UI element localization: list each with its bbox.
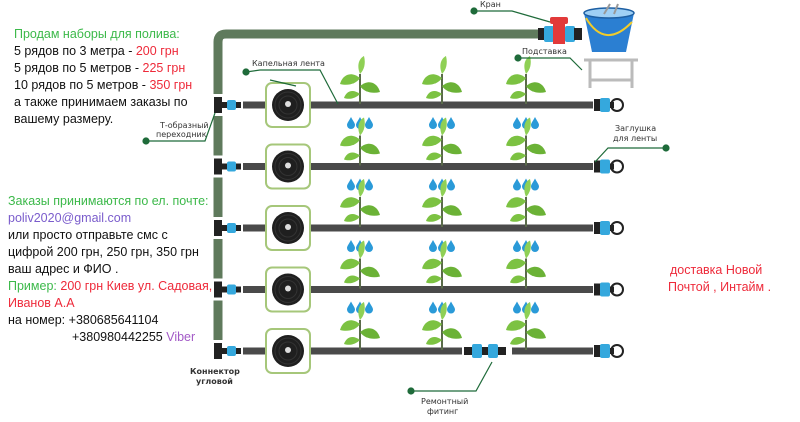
plant-icon — [339, 116, 381, 167]
orders-line: цифрой 200 грн, 250 грн, 350 грн — [8, 245, 199, 259]
plant-icon — [421, 239, 463, 290]
offer-heading: Продам наборы для полива: — [14, 27, 180, 41]
label-corner-connector-2: угловой — [196, 377, 233, 386]
tape-coil-icon — [265, 266, 311, 313]
supply-pipe — [213, 29, 540, 360]
offer-item: 5 рядов по 5 метров - 225 грн — [14, 61, 186, 75]
phone-number: +380685641104 — [68, 313, 159, 327]
offer-price: 200 грн — [135, 44, 179, 58]
end-plug-icon — [593, 281, 624, 298]
drip-rows — [213, 55, 624, 374]
plant-icon — [339, 301, 381, 351]
plant-icon — [339, 239, 381, 290]
offer-custom-line: вашему размеру. — [14, 112, 114, 126]
label-end-plug-1: Заглушка — [615, 124, 657, 133]
delivery-line: Почтой , Интайм . — [668, 280, 772, 294]
plant-icon — [505, 239, 547, 290]
orders-phone: на номер: +380685641104 — [8, 313, 159, 327]
offer-item: 5 рядов по 3 метра - 200 грн — [14, 44, 179, 58]
label-corner-connector-1: Коннектор — [190, 367, 240, 376]
label-tap: Кран — [480, 0, 501, 9]
plant-icon — [505, 55, 547, 105]
end-plug-icon — [593, 343, 624, 359]
label-t-connector-2: переходник — [156, 130, 207, 139]
plant-icon — [505, 301, 547, 351]
end-plug-icon — [593, 220, 624, 236]
plant-icon — [505, 178, 547, 228]
delivery-line: доставка Новой — [670, 263, 763, 277]
label-drip-tape: Капельная лента — [252, 59, 325, 68]
plant-icon — [339, 178, 381, 228]
drip-tape — [243, 101, 593, 109]
tee-connector-icon — [214, 220, 241, 236]
label-leaders — [142, 7, 670, 395]
tape-coil-icon — [265, 143, 311, 190]
end-plug-icon — [593, 158, 624, 175]
label-end-plug-2: для ленты — [613, 134, 658, 143]
tee-connector-icon — [214, 158, 241, 175]
offer-item: 10 рядов по 5 метров - 350 грн — [14, 78, 193, 92]
viber-note: Viber — [162, 330, 196, 344]
orders-example-name: Иванов А.А — [8, 296, 75, 310]
orders-email-link[interactable]: poliv2020@gmail.com — [8, 211, 132, 225]
orders-line: или просто отправьте смс с — [8, 228, 168, 242]
offer-custom-line: а также принимаем заказы по — [14, 95, 188, 109]
tape-coil-icon — [265, 82, 311, 128]
drip-tape — [243, 163, 593, 170]
offer-price: 225 грн — [142, 61, 186, 75]
stand-icon — [584, 58, 638, 88]
offer-price: 350 грн — [149, 78, 193, 92]
tee-connector-icon — [214, 343, 241, 359]
delivery-block: доставка Новой Почтой , Интайм . — [668, 262, 771, 296]
orders-example: Пример: 200 грн Киев ул. Садовая, — [8, 279, 213, 293]
bucket-icon — [583, 3, 635, 52]
plant-icon — [421, 116, 463, 167]
plant-icon — [505, 116, 547, 167]
orders-line: ваш адрес и ФИО . — [8, 262, 119, 276]
orders-heading: Заказы принимаются по ел. почте: — [8, 194, 209, 208]
drip-tape — [243, 286, 593, 293]
end-plug-icon — [593, 97, 624, 113]
plant-icon — [421, 178, 463, 228]
repair-fitting-icon — [464, 347, 472, 355]
plant-icon — [421, 55, 463, 105]
offer-block: Продам наборы для полива: 5 рядов по 3 м… — [14, 26, 192, 128]
phone-number: +380980442255 — [72, 330, 163, 344]
tape-coil-icon — [265, 328, 311, 374]
plant-icon — [339, 55, 381, 105]
label-repair-fitting-2: фитинг — [427, 407, 459, 416]
plant-icon — [421, 301, 463, 351]
tap-icon — [538, 17, 582, 44]
label-stand: Подставка — [522, 47, 567, 56]
tee-connector-icon — [214, 281, 241, 298]
tape-coil-icon — [265, 205, 311, 251]
orders-phone: +380980442255 Viber — [8, 329, 212, 346]
label-t-connector-1: Т-образный — [160, 121, 209, 130]
label-repair-fitting-1: Ремонтный — [421, 397, 469, 406]
tee-connector-icon — [214, 97, 241, 113]
drip-tape — [243, 347, 593, 355]
orders-block: Заказы принимаются по ел. почте: poliv20… — [8, 193, 212, 346]
drip-tape — [243, 224, 593, 232]
